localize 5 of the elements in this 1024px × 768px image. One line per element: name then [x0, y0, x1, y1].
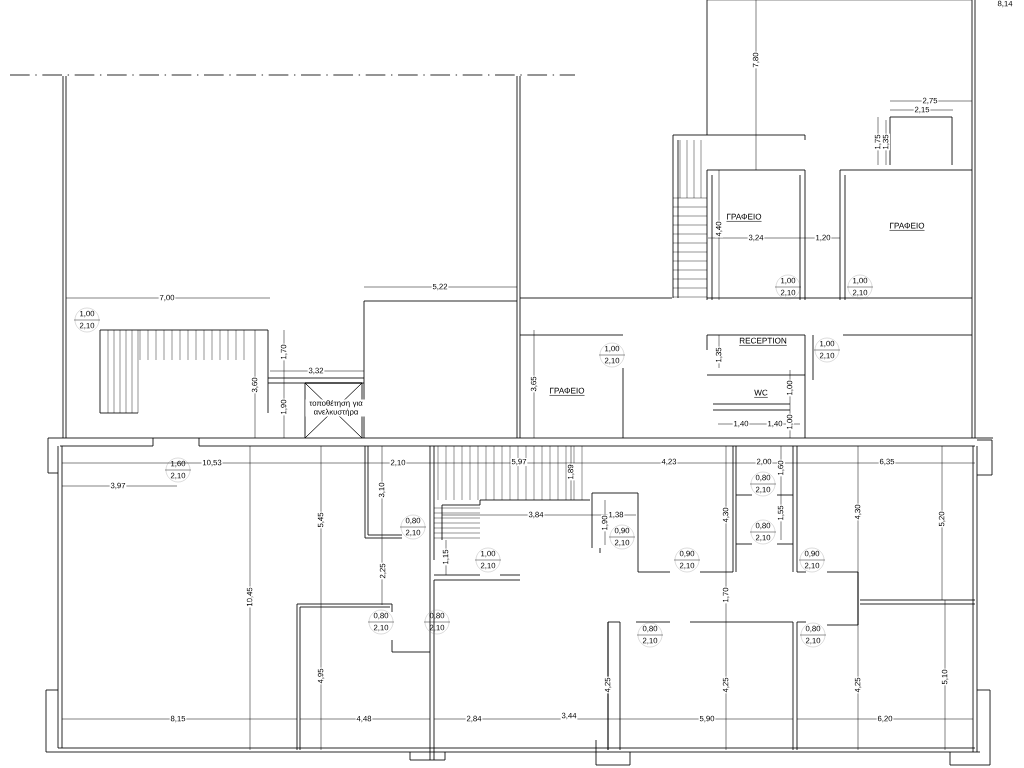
room-name: ΓΡΑΦΕΙΟ: [888, 221, 926, 233]
room-name: ΓΡΑΦΕΙΟ: [725, 212, 763, 224]
room-name: WC: [753, 388, 769, 400]
room-name: ΓΡΑΦΕΙΟ: [548, 386, 586, 398]
room-name: RECEPTION: [738, 336, 788, 348]
